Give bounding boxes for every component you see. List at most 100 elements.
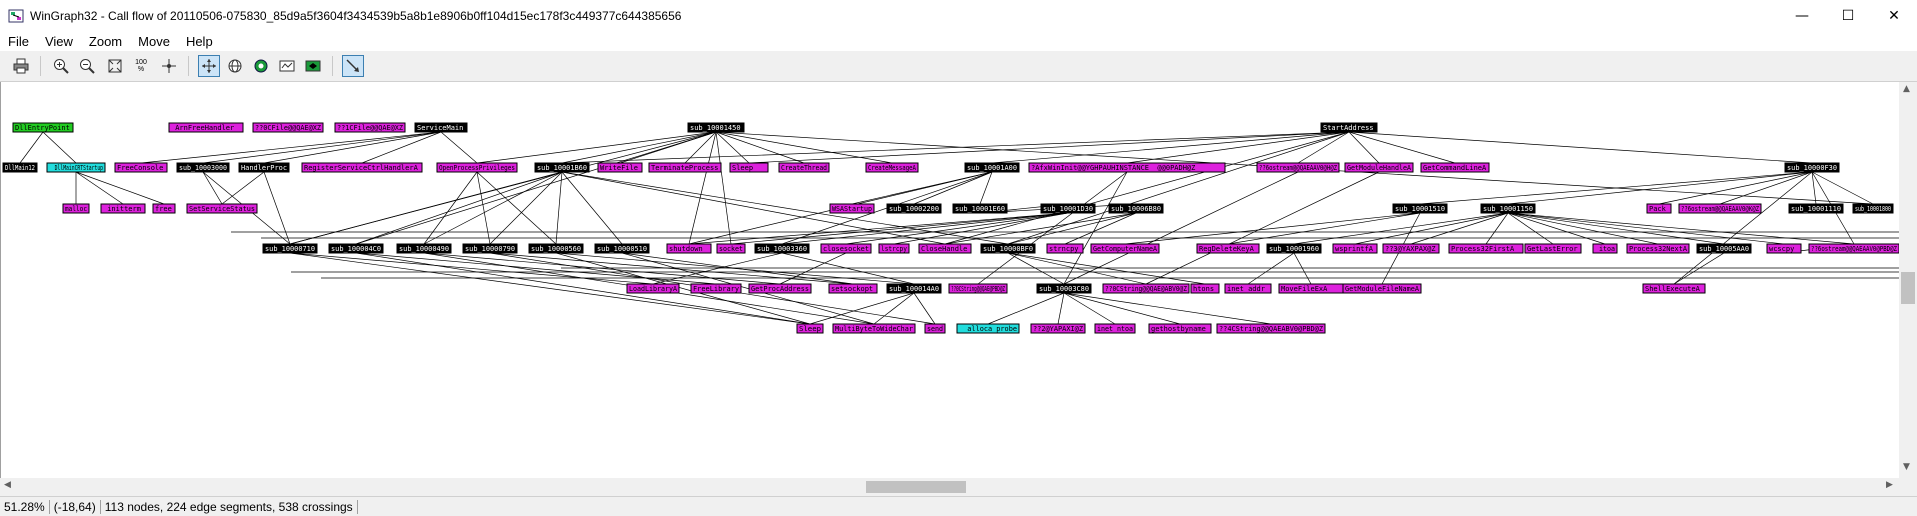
graph-node[interactable]: sub_10001A00 bbox=[964, 162, 1020, 173]
node-box[interactable] bbox=[12, 122, 74, 133]
graph-node[interactable]: FreeConsole bbox=[114, 162, 168, 173]
graph-node[interactable]: ??6ostream@@QAEAAV0@K@Z bbox=[1678, 203, 1762, 214]
node-box[interactable] bbox=[1256, 162, 1340, 173]
graph-node[interactable]: free bbox=[152, 203, 176, 214]
horizontal-scrollbar[interactable]: ◀ ▶ bbox=[0, 478, 1899, 496]
node-box[interactable] bbox=[597, 162, 643, 173]
graph-node[interactable]: inet_ntoa bbox=[1094, 323, 1136, 334]
node-box[interactable] bbox=[1320, 122, 1378, 133]
node-box[interactable] bbox=[796, 323, 824, 334]
graph-node[interactable]: sub_10003000 bbox=[176, 162, 230, 173]
node-box[interactable] bbox=[328, 243, 384, 254]
graph-node[interactable]: __alloca_probe bbox=[956, 323, 1020, 334]
node-box[interactable] bbox=[886, 203, 942, 214]
node-box[interactable] bbox=[396, 243, 452, 254]
node-box[interactable] bbox=[1332, 243, 1378, 254]
graph-node[interactable]: TerminateProcess bbox=[648, 162, 722, 173]
node-box[interactable] bbox=[1766, 243, 1802, 254]
node-box[interactable] bbox=[1448, 243, 1524, 254]
node-box[interactable] bbox=[1592, 243, 1618, 254]
graph-node[interactable]: CreateMessageA bbox=[865, 162, 919, 173]
node-box[interactable] bbox=[334, 122, 406, 133]
node-box[interactable] bbox=[1344, 162, 1414, 173]
node-box[interactable] bbox=[648, 162, 722, 173]
node-box[interactable] bbox=[436, 162, 518, 173]
minimize-button[interactable]: — bbox=[1795, 7, 1809, 24]
node-box[interactable] bbox=[1524, 243, 1582, 254]
node-box[interactable] bbox=[168, 122, 244, 133]
globe-button[interactable] bbox=[224, 55, 246, 77]
node-box[interactable] bbox=[1852, 203, 1894, 214]
graph-node[interactable]: DllMain12 bbox=[2, 162, 38, 173]
graph-node[interactable]: ?AfxWinInit@@YGHPAUHINSTANCE__@@0PADH@Z bbox=[1028, 162, 1226, 173]
node-box[interactable] bbox=[1626, 243, 1690, 254]
horizontal-scroll-thumb[interactable] bbox=[866, 481, 966, 493]
graph-node[interactable]: _initterm bbox=[100, 203, 146, 214]
graph-node[interactable]: HandlerProc bbox=[238, 162, 290, 173]
node-box[interactable] bbox=[1642, 283, 1706, 294]
node-box[interactable] bbox=[878, 243, 910, 254]
node-box[interactable] bbox=[462, 243, 518, 254]
node-box[interactable] bbox=[262, 243, 318, 254]
graph-node[interactable]: MultiByteToWideChar bbox=[832, 323, 916, 334]
node-box[interactable] bbox=[301, 162, 423, 173]
graph-canvas[interactable]: DllEntryPoint_ArnFreeHandler??0CFile@@QA… bbox=[0, 82, 1899, 478]
node-box[interactable] bbox=[626, 283, 680, 294]
node-box[interactable] bbox=[1224, 283, 1272, 294]
graph-node[interactable]: _itoa bbox=[1592, 243, 1618, 254]
graph-node[interactable]: sub_10001960 bbox=[1266, 243, 1322, 254]
center-button[interactable] bbox=[158, 55, 180, 77]
node-box[interactable] bbox=[690, 283, 742, 294]
graph-node[interactable]: closesocket bbox=[820, 243, 872, 254]
graph-node[interactable]: FreeLibrary bbox=[690, 283, 742, 294]
graph-node[interactable]: SetServiceStatus bbox=[186, 203, 258, 214]
node-box[interactable] bbox=[534, 162, 590, 173]
print-button[interactable] bbox=[10, 55, 32, 77]
graph-node[interactable]: ??6ostream@@QAEAAV0@PBD@Z bbox=[1808, 243, 1899, 254]
graph-node[interactable]: sub_10003360 bbox=[754, 243, 810, 254]
node-box[interactable] bbox=[1108, 203, 1164, 214]
arrange-button[interactable] bbox=[302, 55, 324, 77]
menu-zoom[interactable]: Zoom bbox=[88, 33, 123, 49]
graph-node[interactable]: ??0CString@@QAE@PBD@Z bbox=[948, 283, 1008, 294]
scroll-left-icon[interactable]: ◀ bbox=[4, 480, 11, 490]
graph-node[interactable]: sub_10000BF0 bbox=[980, 243, 1036, 254]
graph-node[interactable]: GetComputerNameA bbox=[1090, 243, 1160, 254]
graph-node[interactable]: sub_10000F30 bbox=[1784, 162, 1840, 173]
graph-node[interactable]: ??3@YAXPAX@Z bbox=[1382, 243, 1440, 254]
graph-node[interactable]: RegDeleteKeyA bbox=[1196, 243, 1260, 254]
scroll-up-icon[interactable]: ▲ bbox=[1903, 84, 1910, 94]
graph-node[interactable]: inet_addr bbox=[1224, 283, 1272, 294]
node-box[interactable] bbox=[1028, 162, 1226, 173]
node-box[interactable] bbox=[956, 323, 1020, 334]
graph-node[interactable]: sub_10003C80 bbox=[1036, 283, 1092, 294]
graph-node[interactable]: gethostbyname bbox=[1148, 323, 1212, 334]
graph-node[interactable]: Process32FirstA bbox=[1448, 243, 1524, 254]
node-box[interactable] bbox=[1036, 283, 1092, 294]
node-box[interactable] bbox=[1784, 162, 1840, 173]
graph-node[interactable]: sub_10000560 bbox=[528, 243, 584, 254]
graph-node[interactable]: sub_100004C0 bbox=[328, 243, 384, 254]
graph-node[interactable]: sub_10001E60 bbox=[952, 203, 1008, 214]
node-box[interactable] bbox=[1788, 203, 1844, 214]
node-box[interactable] bbox=[1342, 283, 1422, 294]
node-box[interactable] bbox=[46, 162, 106, 173]
graph-node[interactable]: sub_10001450 bbox=[687, 122, 745, 133]
node-box[interactable] bbox=[414, 122, 468, 133]
graph-node[interactable]: malloc bbox=[62, 203, 90, 214]
node-box[interactable] bbox=[1382, 243, 1440, 254]
graph-node[interactable]: sub_10001B60 bbox=[534, 162, 590, 173]
graph-node[interactable]: GetModuleHandleA bbox=[1344, 162, 1414, 173]
graph-node[interactable]: Process32NextA bbox=[1626, 243, 1690, 254]
node-box[interactable] bbox=[1808, 243, 1899, 254]
graph-node[interactable]: WriteFile bbox=[597, 162, 643, 173]
node-box[interactable] bbox=[1392, 203, 1448, 214]
node-box[interactable] bbox=[924, 323, 946, 334]
node-box[interactable] bbox=[1030, 323, 1086, 334]
graph-node[interactable]: shutdown bbox=[666, 243, 712, 254]
graph-node[interactable]: ??2@YAPAXI@Z bbox=[1030, 323, 1086, 334]
graph-node[interactable]: htons bbox=[1190, 283, 1220, 294]
node-box[interactable] bbox=[952, 203, 1008, 214]
node-box[interactable] bbox=[594, 243, 650, 254]
graph-node[interactable]: DllEntryPoint bbox=[12, 122, 74, 133]
